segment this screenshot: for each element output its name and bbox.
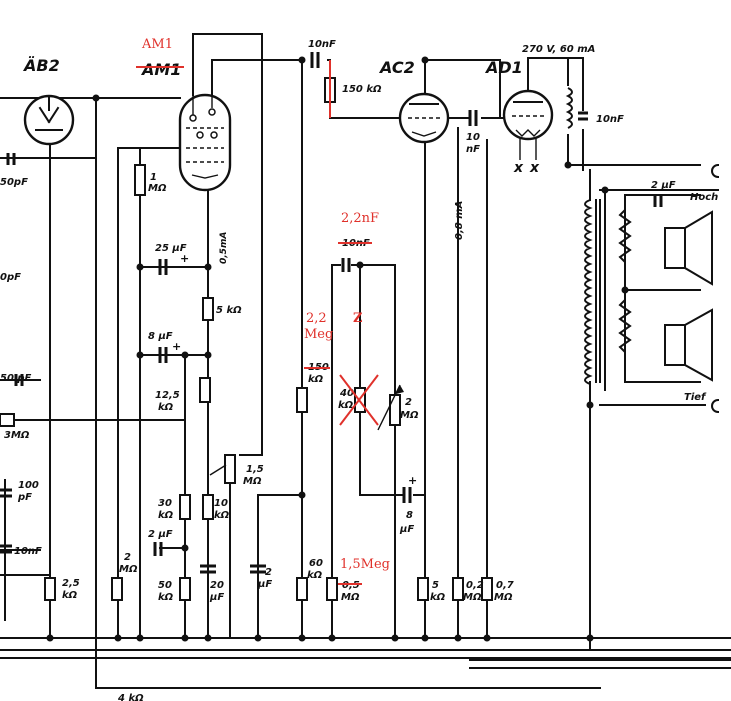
label-10-couple: 10	[466, 132, 480, 143]
label-60k-b: kΩ	[307, 570, 323, 581]
svg-text:x: x	[529, 160, 540, 176]
label-50k-a: 50	[158, 580, 172, 591]
label-40k-b: kΩ	[338, 400, 354, 411]
annotation-2-2-line2: Meg	[304, 327, 333, 342]
jack-terminal	[711, 163, 720, 414]
annotation-z: Z	[353, 311, 363, 326]
label-50pf-left: 50pF	[0, 177, 28, 188]
capacitors	[0, 52, 663, 574]
label-10nf-ad1: 10nF	[596, 114, 624, 125]
tube-ad1: x x	[502, 89, 554, 176]
svg-text:x: x	[513, 160, 524, 176]
label-2uf-vert-b: µF	[257, 579, 272, 590]
tube-label-ab2: ÄB2	[22, 56, 60, 75]
label-30k-b: kΩ	[158, 510, 174, 521]
label-0pf-left: 0pF	[0, 272, 21, 283]
tube-ac2	[398, 92, 450, 144]
label-2uf-vert-a: 2	[265, 567, 272, 578]
label-0-7m-b: MΩ	[494, 592, 513, 603]
plus-sign-2: +	[172, 340, 181, 353]
annotation-2-2nf: 2,2nF	[341, 211, 379, 226]
label-50pf-left3: 50 pF	[0, 373, 32, 384]
label-05ma: 0,5mA	[219, 232, 229, 264]
label-pot-2m-b: MΩ	[400, 410, 419, 421]
label-50k-b: kΩ	[158, 592, 174, 603]
printed-labels: ÄB2 AM1 AC2 AD1 10nF 150 kΩ 270 V, 60 mA…	[0, 39, 718, 701]
label-pot-2m-a: 2	[405, 397, 412, 408]
label-bottom-partial: 4 kΩ	[117, 693, 144, 701]
tube-label-ad1: AD1	[484, 58, 523, 77]
label-2m-b: MΩ	[119, 564, 138, 575]
label-8uf-right-a: 8	[406, 510, 413, 521]
label-10k-a: 10	[214, 498, 228, 509]
label-12-5k-a: 12,5	[155, 390, 180, 401]
label-8uf: 8 µF	[148, 331, 173, 342]
tube-label-am1-old: AM1	[140, 60, 181, 79]
speaker-resistors	[618, 209, 632, 353]
label-10nf-top: 10nF	[308, 39, 336, 50]
label-0-7m-a: 0,7	[496, 580, 514, 591]
label-0-5m-a: 0,5	[342, 580, 360, 591]
label-25uf: 25 µF	[155, 243, 187, 254]
label-60k-a: 60	[309, 558, 323, 569]
tube-label-ac2: AC2	[378, 58, 415, 77]
annotation-am1: AM1	[141, 37, 173, 52]
resistors	[0, 77, 493, 601]
label-1m-a: 1	[150, 172, 157, 183]
junction-dots	[46, 56, 629, 642]
label-pot-1-5m-b: MΩ	[243, 476, 262, 487]
label-2uf-mid: 2 µF	[148, 529, 173, 540]
label-5k-right-a: 5	[432, 580, 439, 591]
red-annotations: AM1 2,2nF 2,2 Meg Z 1,5Meg	[136, 37, 390, 585]
label-nf-couple: nF	[466, 144, 480, 155]
tube-ab2	[23, 94, 75, 146]
wiring	[0, 33, 731, 689]
plus-sign-1: +	[180, 252, 189, 265]
label-8uf-right-b: µF	[399, 524, 414, 535]
label-40k-a: 40	[339, 388, 354, 399]
label-0-5m-b: MΩ	[341, 592, 360, 603]
label-12-5k-b: kΩ	[158, 402, 174, 413]
choke-coil	[565, 87, 573, 129]
label-2-5k-a: 2,5	[62, 578, 80, 589]
label-0-2m-b: MΩ	[463, 592, 482, 603]
label-10k-b: kΩ	[214, 510, 230, 521]
annotation-1-5meg: 1,5Meg	[340, 557, 390, 572]
speaker-tief	[664, 308, 713, 382]
label-pot-1-5m-a: 1,5	[246, 464, 264, 475]
label-1m-b: MΩ	[148, 183, 167, 194]
label-hoch: Hoch	[690, 192, 718, 203]
pot-2meg	[377, 384, 404, 431]
pot-1-5meg	[209, 454, 236, 484]
label-5k-right-b: kΩ	[430, 592, 446, 603]
label-20uf-a: 20	[210, 580, 224, 591]
label-2uf-spk: 2 µF	[651, 180, 676, 191]
label-10nf-left: 10nF	[14, 546, 42, 557]
label-5k: 5 kΩ	[216, 305, 242, 316]
plus-sign-3: +	[408, 474, 417, 487]
label-100pf-a: 100	[18, 480, 39, 491]
speaker-hoch	[664, 210, 713, 286]
label-0-2m-a: 0,2	[466, 580, 484, 591]
annotation-2-2-line1: 2,2	[306, 311, 327, 326]
label-3m: 3MΩ	[4, 430, 30, 441]
label-tief: Tief	[684, 392, 707, 403]
label-150k-b-b: kΩ	[308, 374, 324, 385]
label-150k: 150 kΩ	[342, 84, 382, 95]
label-100pf-b: pF	[17, 492, 32, 503]
label-30k-a: 30	[158, 498, 172, 509]
tube-am1	[178, 93, 232, 192]
output-transformer	[584, 199, 601, 385]
label-20uf-b: µF	[209, 592, 224, 603]
label-supply: 270 V, 60 mA	[522, 44, 595, 55]
label-2-5k-b: kΩ	[62, 590, 78, 601]
label-08ma: 0,8 mA	[454, 201, 465, 240]
label-2m-a: 2	[124, 552, 131, 563]
